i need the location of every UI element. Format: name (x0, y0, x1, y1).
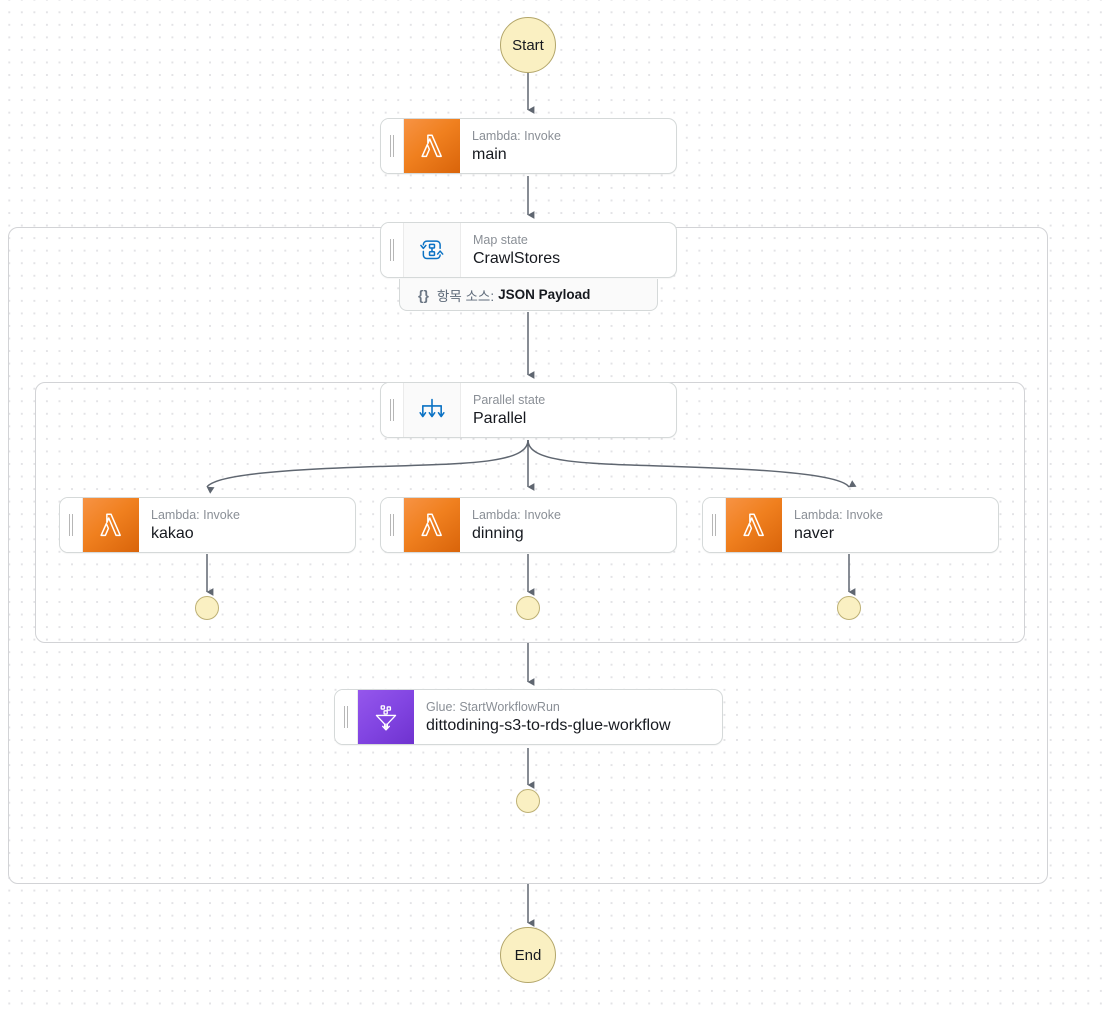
node-name-label: CrawlStores (473, 249, 561, 267)
lambda-icon (83, 498, 139, 552)
branch-terminal-dinning[interactable] (516, 596, 540, 620)
node-name-label: Parallel (473, 409, 527, 427)
drag-handle[interactable] (381, 383, 404, 437)
state-node-main[interactable]: Lambda: Invoke main (380, 118, 677, 174)
map-item-source-chip[interactable]: {} 항목 소스: JSON Payload (399, 279, 658, 311)
state-node-kakao[interactable]: Lambda: Invoke kakao (59, 497, 356, 553)
lambda-icon (404, 119, 460, 173)
parallel-state-icon (404, 383, 461, 437)
map-terminal[interactable] (516, 789, 540, 813)
branch-terminal-kakao[interactable] (195, 596, 219, 620)
state-node-parallel[interactable]: Parallel state Parallel (380, 382, 677, 438)
json-braces-icon: {} (418, 286, 429, 303)
drag-handle[interactable] (60, 498, 83, 552)
node-labels: Lambda: Invoke naver (782, 498, 998, 552)
drag-handle[interactable] (381, 119, 404, 173)
node-labels: Lambda: Invoke dinning (460, 498, 676, 552)
start-node[interactable]: Start (500, 17, 556, 73)
node-labels: Parallel state Parallel (461, 383, 676, 437)
node-type-label: Map state (473, 232, 528, 247)
node-type-label: Glue: StartWorkflowRun (426, 699, 560, 714)
node-labels: Glue: StartWorkflowRun dittodining-s3-to… (414, 690, 722, 744)
node-type-label: Parallel state (473, 392, 546, 407)
node-name-label: dittodining-s3-to-rds-glue-workflow (426, 716, 671, 734)
node-name-label: naver (794, 524, 835, 542)
drag-handle[interactable] (335, 690, 358, 744)
item-source-prefix: 항목 소스: (436, 288, 495, 304)
node-type-label: Lambda: Invoke (151, 507, 240, 522)
state-node-crawlstores[interactable]: Map state CrawlStores (380, 222, 677, 278)
state-node-glue-workflow[interactable]: Glue: StartWorkflowRun dittodining-s3-to… (334, 689, 723, 745)
branch-terminal-naver[interactable] (837, 596, 861, 620)
glue-icon (358, 690, 414, 744)
drag-handle[interactable] (381, 498, 404, 552)
node-name-label: main (472, 145, 507, 163)
end-node[interactable]: End (500, 927, 556, 983)
node-name-label: kakao (151, 524, 194, 542)
drag-handle[interactable] (381, 223, 404, 277)
start-label: Start (512, 36, 544, 54)
node-labels: Map state CrawlStores (461, 223, 676, 277)
node-labels: Lambda: Invoke main (460, 119, 676, 173)
state-node-dinning[interactable]: Lambda: Invoke dinning (380, 497, 677, 553)
item-source-value: JSON Payload (498, 287, 591, 302)
lambda-icon (726, 498, 782, 552)
map-state-icon (404, 223, 461, 277)
state-node-naver[interactable]: Lambda: Invoke naver (702, 497, 999, 553)
drag-handle[interactable] (703, 498, 726, 552)
node-type-label: Lambda: Invoke (472, 507, 561, 522)
lambda-icon (404, 498, 460, 552)
end-label: End (514, 946, 542, 964)
node-type-label: Lambda: Invoke (794, 507, 883, 522)
node-type-label: Lambda: Invoke (472, 128, 561, 143)
node-labels: Lambda: Invoke kakao (139, 498, 355, 552)
node-name-label: dinning (472, 524, 524, 542)
